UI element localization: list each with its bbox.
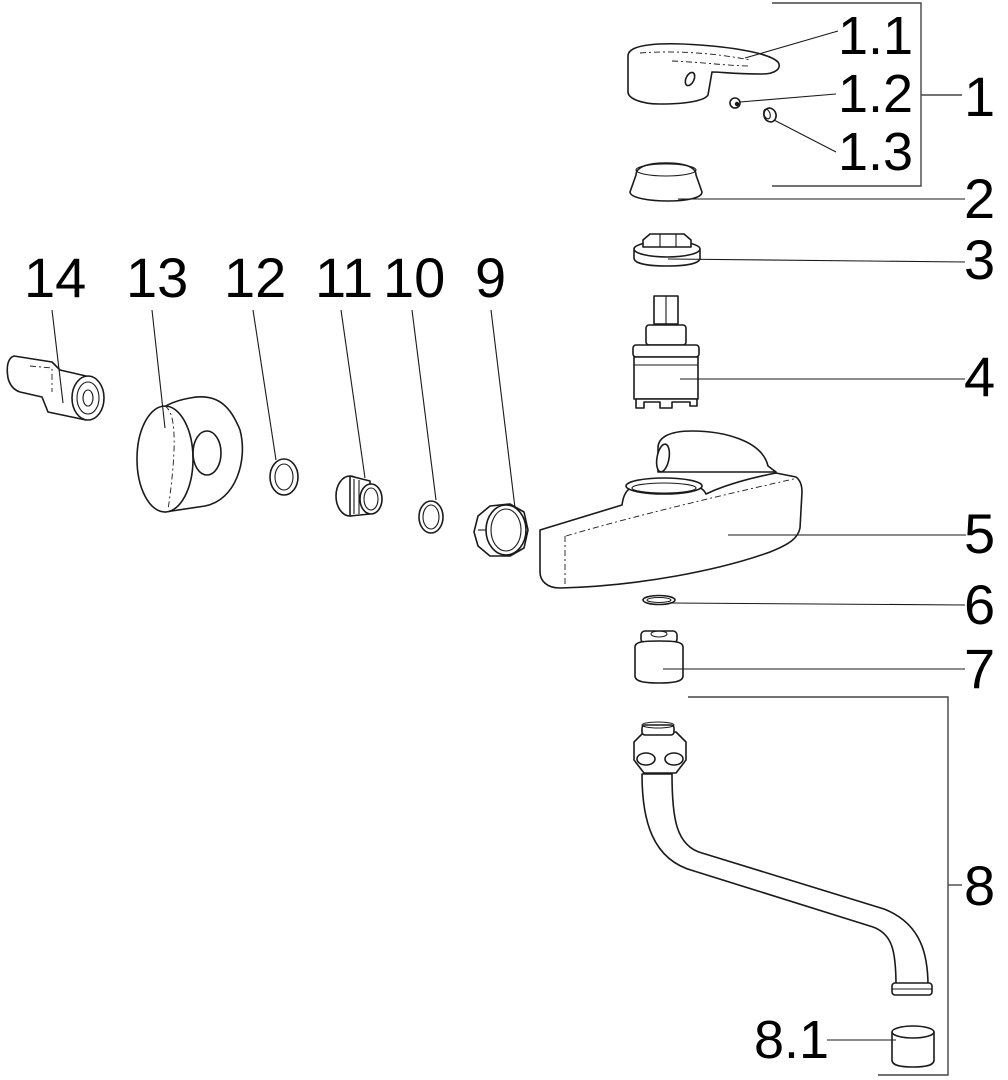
part-1-1-lever-handle[interactable] [627,42,780,105]
label-1-1: 1.1 [838,6,913,66]
leader-13 [151,309,166,429]
label-11: 11 [315,246,373,309]
leader-1-3 [773,119,837,153]
part-2-cover-dome[interactable] [629,162,703,202]
part-3-cartridge-nut[interactable] [633,233,701,267]
part-12-washer[interactable] [269,458,299,496]
label-6: 6 [964,573,995,636]
label-2: 2 [964,167,995,230]
label-9: 9 [475,246,506,309]
part-4-cartridge[interactable] [632,295,700,409]
part-8-1-aerator[interactable] [891,1025,935,1068]
label-5: 5 [964,502,995,565]
part-10-o-ring[interactable] [418,500,444,534]
label-1: 1 [964,65,995,128]
label-4: 4 [964,345,995,408]
leader-1-2 [739,93,837,103]
label-8: 8 [964,854,995,917]
label-14: 14 [24,246,86,309]
leader-10 [411,309,437,501]
leader-14 [51,309,64,404]
label-12: 12 [224,246,286,309]
part-14-eccentric-connector[interactable] [6,355,105,421]
bracket-part-1 [772,2,962,187]
leader-9 [490,309,516,509]
label-3: 3 [964,228,995,291]
part-6-o-ring[interactable] [642,594,676,606]
part-9-union-nut[interactable] [473,503,529,557]
label-10: 10 [383,246,445,309]
label-8-1: 8.1 [754,1010,829,1070]
bracket-part-8 [688,696,962,1076]
part-5-faucet-body[interactable] [539,430,803,589]
part-7-spout-adapter[interactable] [634,630,684,684]
label-7: 7 [964,637,995,700]
part-8-spout[interactable] [633,721,933,996]
part-13-escutcheon-rosette[interactable] [136,396,244,513]
leader-6 [669,602,966,606]
leader-1-1 [744,30,839,59]
leader-12 [252,309,277,461]
label-1-2: 1.2 [838,64,913,124]
label-13: 13 [126,246,188,309]
leader-11 [340,309,366,479]
label-1-3: 1.3 [838,122,913,182]
part-11-connector-fitting[interactable] [335,475,383,517]
part-1-3-cover-cap[interactable] [762,106,778,123]
leader-3 [667,258,966,263]
part-1-2-set-screw[interactable] [729,97,741,109]
